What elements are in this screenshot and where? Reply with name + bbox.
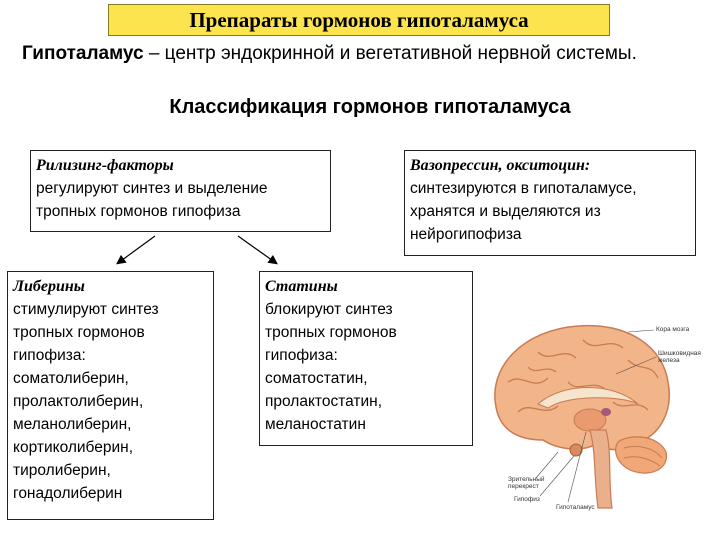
label-chiasm: Зрительный перекрест (508, 476, 545, 490)
label-pineal-line: железа (658, 357, 680, 364)
box-line: нейрогипофиза (410, 226, 522, 243)
brain-image (494, 324, 670, 509)
box-line: соматостатин, (265, 370, 368, 387)
arrow-to-statins (237, 235, 278, 265)
label-chiasm-line: Зрительный (508, 476, 545, 483)
box-line: тиролиберин, (13, 462, 111, 479)
liberins-box: Либерины стимулируют синтез тропных горм… (7, 271, 214, 520)
title-bar: Препараты гормонов гипоталамуса (108, 4, 610, 36)
box-line: пролактолиберин, (13, 393, 144, 410)
statins-box: Статины блокируют синтез тропных гормоно… (259, 271, 473, 446)
box-line: тропных гормонов (13, 324, 145, 341)
box-line: регулируют синтез и выделение (36, 180, 268, 197)
label-chiasm-line: перекрест (508, 483, 539, 490)
box-line: гонадолиберин (13, 485, 123, 502)
box-line: кортиколиберин, (13, 439, 134, 456)
vasopressin-oxytocin-box: Вазопрессин, окситоцин: синтезируются в … (404, 150, 696, 256)
intro-text: – центр эндокринной и вегетативной нервн… (143, 43, 637, 64)
box-line: синтезируются в гипоталамусе, (410, 180, 637, 197)
page-title: Препараты гормонов гипоталамуса (189, 7, 529, 32)
intro-paragraph: Гипоталамус – центр эндокринной и вегета… (22, 40, 672, 67)
label-pituitary: Гипофиз (514, 496, 540, 503)
label-hypothalamus: Гипоталамус (556, 504, 595, 511)
box-line: тропных гормонов гипофиза (36, 203, 241, 220)
box-line: меланостатин (265, 416, 366, 433)
vasopressin-oxytocin-heading: Вазопрессин, окситоцин: (410, 157, 591, 174)
box-line: хранятся и выделяются из (410, 203, 601, 220)
box-line: гипофиза: (265, 347, 338, 364)
box-line: блокируют синтез (265, 301, 393, 318)
label-pineal-line: Шишковидная (658, 350, 701, 357)
releasing-factors-box: Рилизинг-факторы регулируют синтез и выд… (30, 150, 331, 232)
label-pineal: Шишковидная железа (658, 350, 701, 364)
box-line: гипофиза: (13, 347, 86, 364)
box-line: тропных гормонов (265, 324, 397, 341)
intro-term: Гипоталамус (22, 43, 144, 64)
liberins-heading: Либерины (13, 278, 85, 295)
statins-heading: Статины (265, 278, 338, 295)
brain-illustration: Кора мозга Шишковидная железа Зрительный… (478, 312, 718, 522)
arrow-to-liberins (116, 235, 156, 265)
box-line: соматолиберин, (13, 370, 129, 387)
box-line: меланолиберин, (13, 416, 132, 433)
classification-heading: Классификация гормонов гипоталамуса (169, 96, 571, 118)
box-line: стимулируют синтез (13, 301, 159, 318)
box-line: пролактостатин, (265, 393, 383, 410)
label-cortex: Кора мозга (656, 326, 690, 333)
releasing-factors-heading: Рилизинг-факторы (36, 157, 174, 174)
